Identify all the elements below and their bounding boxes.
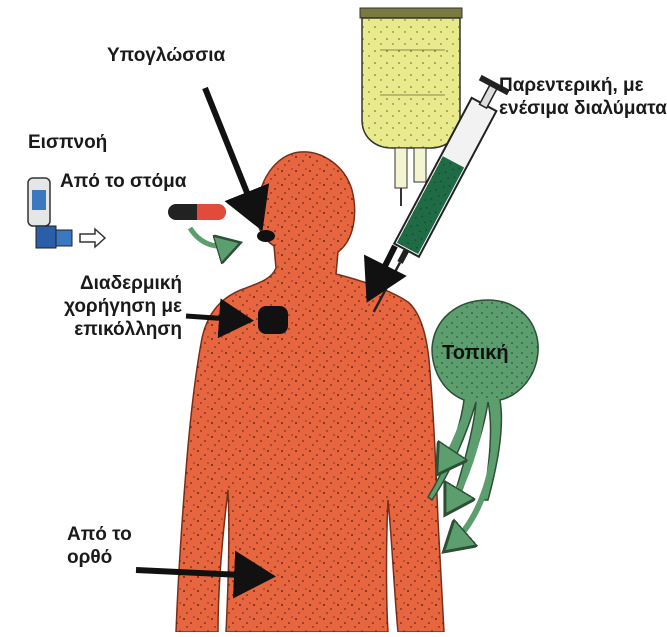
mouth-mark bbox=[257, 230, 275, 242]
label-topical: Τοπική bbox=[442, 342, 509, 365]
label-transdermal: Διαδερμική χορήγηση με επικόλληση bbox=[12, 272, 182, 341]
pill-icon bbox=[168, 204, 226, 220]
label-rectal: Από το ορθό bbox=[67, 523, 177, 569]
parenteral-arrow bbox=[372, 246, 395, 292]
oral-arrow bbox=[190, 228, 236, 246]
label-inhalation: Εισπνοή bbox=[28, 131, 107, 154]
label-parenteral: Παρεντερική, με ενέσιμα διαλύματα bbox=[499, 74, 667, 120]
label-sublingual: Υπογλώσσια bbox=[107, 44, 225, 67]
topical-blob bbox=[428, 300, 538, 505]
sublingual-arrow bbox=[205, 88, 258, 220]
label-oral: Από το στόμα bbox=[60, 170, 186, 193]
transdermal-patch bbox=[258, 306, 288, 334]
